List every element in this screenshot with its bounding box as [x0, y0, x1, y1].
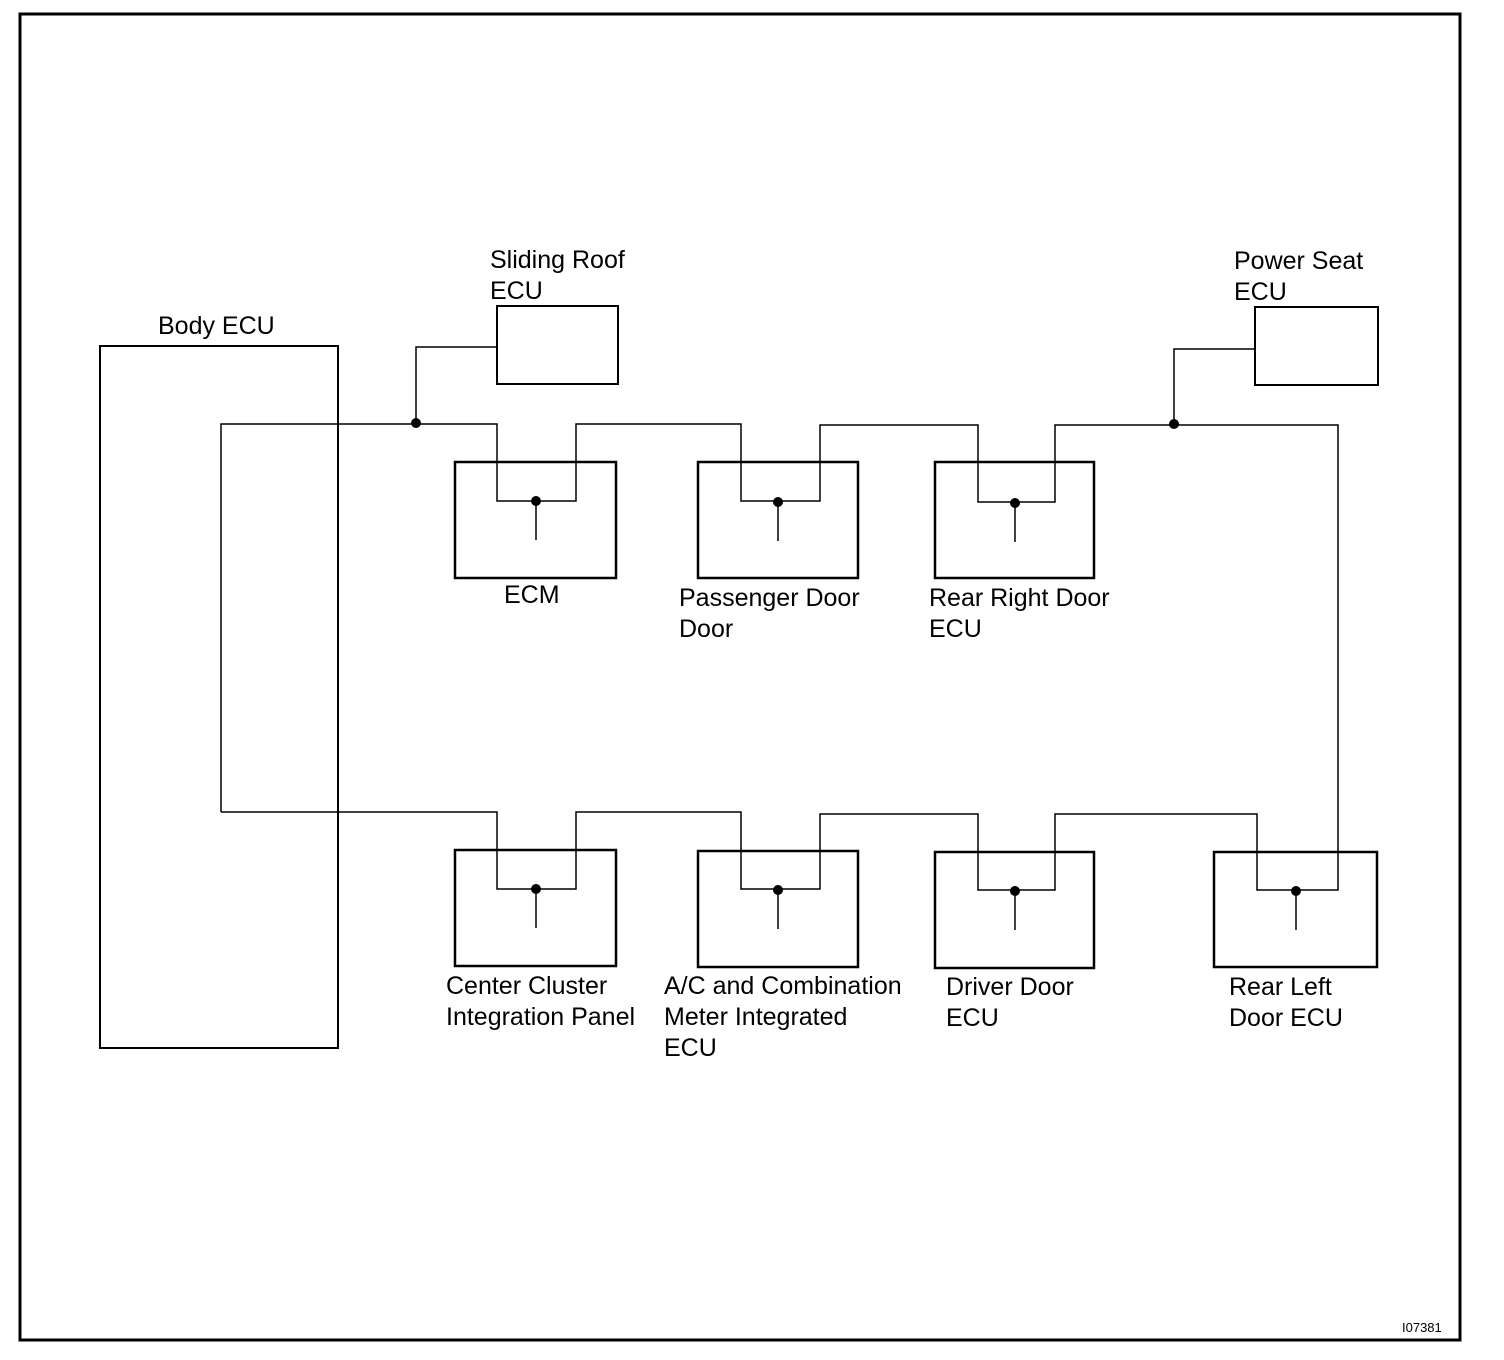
terminal-stubs [531, 496, 1301, 930]
ecm-box [453, 460, 618, 580]
sliding-roof-junction-node [411, 418, 421, 428]
rear-right-door-ecu-label: Rear Right Door ECU [929, 584, 1117, 643]
ac-combination-meter-label: A/C and Combination Meter Integrated ECU [664, 972, 909, 1062]
lower-bus-wire [221, 811, 1339, 891]
ac-combination-meter-box [696, 849, 860, 969]
center-cluster-box [453, 848, 618, 968]
ecm-label: ECM [504, 581, 560, 609]
power-seat-ecu-label: Power Seat ECU [1234, 247, 1370, 306]
rear-left-door-terminal-node [1291, 886, 1301, 896]
diagram-frame [18, 12, 1462, 1342]
figure-id-label: I07381 [1402, 1320, 1442, 1335]
center-cluster-terminal-node [531, 884, 541, 894]
rear-left-door-ecu-box [1212, 850, 1379, 969]
passenger-door-terminal-node [773, 497, 783, 507]
power-seat-branch-wire [1173, 348, 1255, 424]
body-ecu-box [99, 345, 339, 1049]
component-boxes [99, 305, 1379, 1049]
driver-door-terminal-node [1010, 886, 1020, 896]
driver-door-ecu-label: Driver Door ECU [946, 973, 1081, 1032]
upper-bus-wire [220, 423, 1339, 852]
ac-combination-terminal-node [773, 885, 783, 895]
passenger-door-box [696, 460, 860, 580]
rear-left-door-ecu-label: Rear Left Door ECU [1229, 973, 1343, 1032]
center-cluster-label: Center Cluster Integration Panel [446, 972, 635, 1031]
sliding-roof-ecu-box [496, 305, 619, 385]
power-seat-junction-node [1169, 419, 1179, 429]
driver-door-ecu-box [933, 850, 1096, 970]
rear-right-door-ecu-box [933, 460, 1096, 580]
sliding-roof-ecu-label: Sliding Roof ECU [490, 246, 632, 305]
component-labels: Body ECU Sliding Roof ECU Power Seat ECU… [158, 246, 1442, 1335]
communication-bus [220, 346, 1339, 891]
power-seat-ecu-box [1254, 306, 1379, 386]
junction-nodes [411, 418, 1179, 429]
passenger-door-label: Passenger Door Door [679, 584, 867, 643]
body-ecu-label: Body ECU [158, 312, 275, 340]
ecm-terminal-node [531, 496, 541, 506]
sliding-roof-branch-wire [415, 346, 497, 423]
rear-right-door-terminal-node [1010, 498, 1020, 508]
